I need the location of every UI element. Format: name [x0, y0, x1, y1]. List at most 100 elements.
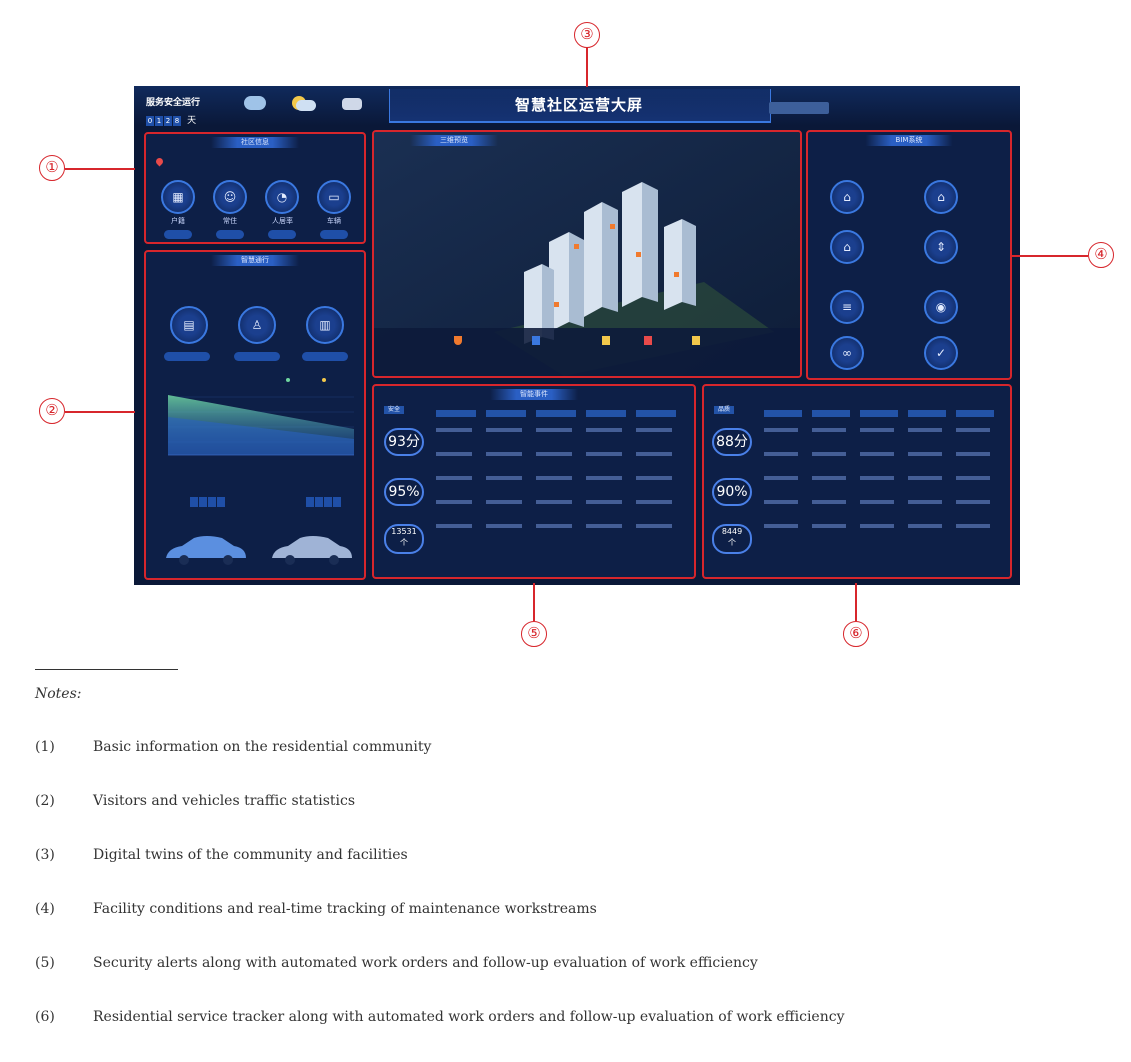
note-item: (3) Digital twins of the community and fa… — [35, 847, 408, 863]
home-icon[interactable]: ⌂ — [924, 180, 958, 214]
note-item: (5)Security alerts along with automated … — [35, 955, 758, 971]
counter-digit — [199, 497, 207, 507]
panel-title: 社区信息 — [211, 137, 299, 148]
callout-6: ⑥ — [843, 621, 869, 647]
table-cell — [908, 476, 942, 480]
score-badge: 90% — [712, 478, 752, 506]
note-number: (1) — [35, 739, 55, 755]
table-cell — [764, 476, 798, 480]
counter-digit — [306, 497, 314, 507]
table-cell — [486, 500, 522, 504]
device-car-icon[interactable] — [644, 336, 652, 345]
pie-icon[interactable]: ◔ — [265, 180, 299, 214]
panel-smart-access: 智慧通行 ▤ ♙ ▥ — [144, 250, 366, 580]
note-number: (4) — [35, 901, 55, 917]
gate-icon[interactable]: ▥ — [306, 306, 344, 344]
location-icon[interactable]: ◉ — [924, 290, 958, 324]
table-cell — [586, 428, 622, 432]
page-title: 智慧社区运营大屏 — [514, 96, 643, 114]
panel-service-tracker: 品质 88分 90% 8449 个 — [702, 384, 1012, 579]
notes-divider — [35, 669, 178, 670]
note-text: Residential service tracker along with a… — [93, 1009, 845, 1025]
icon-label: 人居率 — [272, 217, 293, 225]
link-icon[interactable]: ∞ — [830, 336, 864, 370]
callout-line — [533, 583, 535, 621]
building-icon[interactable]: ▦ — [161, 180, 195, 214]
parking-counter — [306, 492, 342, 511]
table-cell — [764, 452, 798, 456]
table-cell — [436, 524, 472, 528]
device-shield-icon[interactable] — [454, 336, 462, 345]
table-cell — [536, 500, 572, 504]
device-camera-icon[interactable] — [532, 336, 540, 345]
device-fire-icon[interactable] — [602, 336, 610, 345]
date-box — [769, 102, 829, 114]
note-text: Visitors and vehicles traffic statistics — [93, 793, 356, 809]
counter-digit — [190, 497, 198, 507]
table-cell — [586, 500, 622, 504]
callout-line — [1012, 255, 1088, 257]
table-cell — [586, 476, 622, 480]
day-digit: 8 — [173, 116, 181, 126]
stat-pill — [302, 352, 348, 361]
table-cell — [956, 428, 990, 432]
stat-pill — [164, 230, 192, 239]
table-cell — [860, 500, 894, 504]
icon-label: 户籍 — [171, 217, 185, 225]
traffic-area-chart — [168, 395, 354, 456]
table-cell — [536, 428, 572, 432]
table-cell — [860, 452, 894, 456]
panel-title: 智能事件 — [490, 389, 578, 400]
table-header-cell — [860, 410, 898, 417]
device-wrench-icon[interactable] — [692, 336, 700, 345]
note-text: Digital twins of the community and facil… — [93, 847, 408, 863]
car-icon[interactable]: ▭ — [317, 180, 351, 214]
car-icon — [342, 98, 362, 110]
table-header-cell — [764, 410, 802, 417]
counter-digit — [217, 497, 225, 507]
home-icon[interactable]: ⌂ — [830, 230, 864, 264]
person-icon[interactable]: ☺ — [213, 180, 247, 214]
city-3d-view — [374, 132, 800, 376]
score-badge: 95% — [384, 478, 424, 506]
table-cell — [860, 524, 894, 528]
car-image — [166, 536, 246, 565]
table-cell — [956, 452, 990, 456]
note-number: (5) — [35, 955, 55, 971]
check-icon[interactable]: ✓ — [924, 336, 958, 370]
stat-pill — [216, 230, 244, 239]
table-cell — [436, 476, 472, 480]
id-card-icon[interactable]: ▤ — [170, 306, 208, 344]
table-cell — [860, 476, 894, 480]
location-pin-icon — [154, 156, 165, 167]
callout-line — [586, 47, 588, 87]
home-icon[interactable]: ⌂ — [830, 180, 864, 214]
elevator-icon[interactable]: ⇕ — [924, 230, 958, 264]
table-cell — [536, 452, 572, 456]
database-icon[interactable]: ≡ — [830, 290, 864, 324]
car-image — [272, 536, 352, 565]
table-cell — [860, 428, 894, 432]
panel-title: 三维预览 — [410, 135, 498, 146]
callout-5: ⑤ — [521, 621, 547, 647]
table-header-cell — [536, 410, 576, 417]
table-cell — [956, 500, 990, 504]
note-number: (3) — [35, 847, 55, 863]
table-cell — [636, 452, 672, 456]
table-cell — [908, 452, 942, 456]
table-header-cell — [812, 410, 850, 417]
note-number: (6) — [35, 1009, 55, 1025]
table-cell — [812, 452, 846, 456]
note-number: (2) — [35, 793, 55, 809]
table-cell — [908, 524, 942, 528]
callout-line — [65, 411, 135, 413]
note-item: (6) Residential service tracker along wit… — [35, 1009, 844, 1025]
person-walk-icon[interactable]: ♙ — [238, 306, 276, 344]
tag-security: 安全 — [384, 406, 405, 414]
counter-digit — [333, 497, 341, 507]
table-cell — [764, 524, 798, 528]
table-header-cell — [956, 410, 994, 417]
table-cell — [536, 476, 572, 480]
score-badge: 8449 个 — [712, 524, 752, 554]
